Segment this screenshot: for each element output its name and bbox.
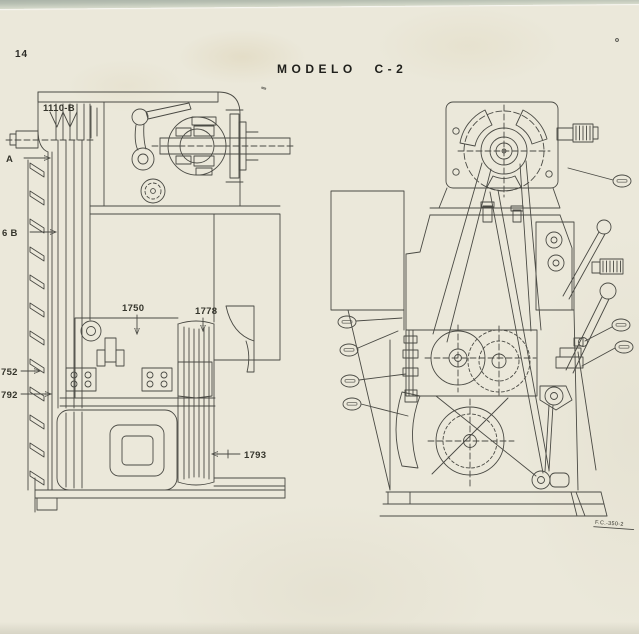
scan-specks xyxy=(261,38,619,90)
splined-hub xyxy=(140,178,166,204)
right-drawing xyxy=(330,101,624,517)
label-a: A xyxy=(6,154,13,165)
motor-flywheel xyxy=(427,398,515,487)
vane xyxy=(395,391,421,469)
bolt-plate-left xyxy=(65,367,97,392)
balloon-label xyxy=(567,167,632,188)
label-752: 752 xyxy=(1,367,18,378)
label-792: 792 xyxy=(1,390,18,401)
stand-column xyxy=(330,190,405,311)
ball-lever-lower xyxy=(565,282,617,374)
balloon-label xyxy=(581,340,634,367)
label-1750: 1750 xyxy=(122,303,144,314)
balloon-label xyxy=(342,397,409,417)
page-number: 14 xyxy=(15,49,29,60)
label-6b: 6 B xyxy=(2,228,18,239)
pulley-guard-plate xyxy=(445,101,559,198)
knurled-handle xyxy=(556,123,599,143)
page-title: MODELO C-2 xyxy=(277,62,408,76)
label-1793: 1793 xyxy=(244,450,266,461)
ball-lever xyxy=(131,102,192,171)
label-1110-b: 1110-B xyxy=(43,103,75,114)
balloon-label xyxy=(337,315,403,329)
knob-plate xyxy=(535,221,575,311)
adjuster-rod xyxy=(402,329,419,403)
label-1778: 1778 xyxy=(195,306,217,317)
left-view-labels: 1110-B A 6 B 1750 1778 752 792 1793 xyxy=(1,103,266,461)
belt-lines xyxy=(432,160,542,343)
left-drawing xyxy=(5,91,297,513)
spindle-cross-section xyxy=(151,109,297,183)
callout-balloons xyxy=(337,167,634,417)
knurled-knob xyxy=(591,258,624,275)
column-ribs xyxy=(29,162,45,486)
clutch-assembly-green xyxy=(555,337,588,369)
footer-drawing-code: F.C.-350-2 xyxy=(593,520,635,530)
pulley-stack xyxy=(177,320,215,486)
ball-lever-upper xyxy=(562,219,612,300)
balloon-label xyxy=(340,373,407,388)
motor-block xyxy=(56,409,178,491)
balloon-label xyxy=(584,318,631,342)
gearbox xyxy=(405,324,538,397)
bellcrank-linkage xyxy=(531,385,573,490)
svg-text:F.C.-350-2: F.C.-350-2 xyxy=(595,520,624,528)
bolt-plate-right xyxy=(141,367,173,392)
balloon-label xyxy=(339,330,399,357)
